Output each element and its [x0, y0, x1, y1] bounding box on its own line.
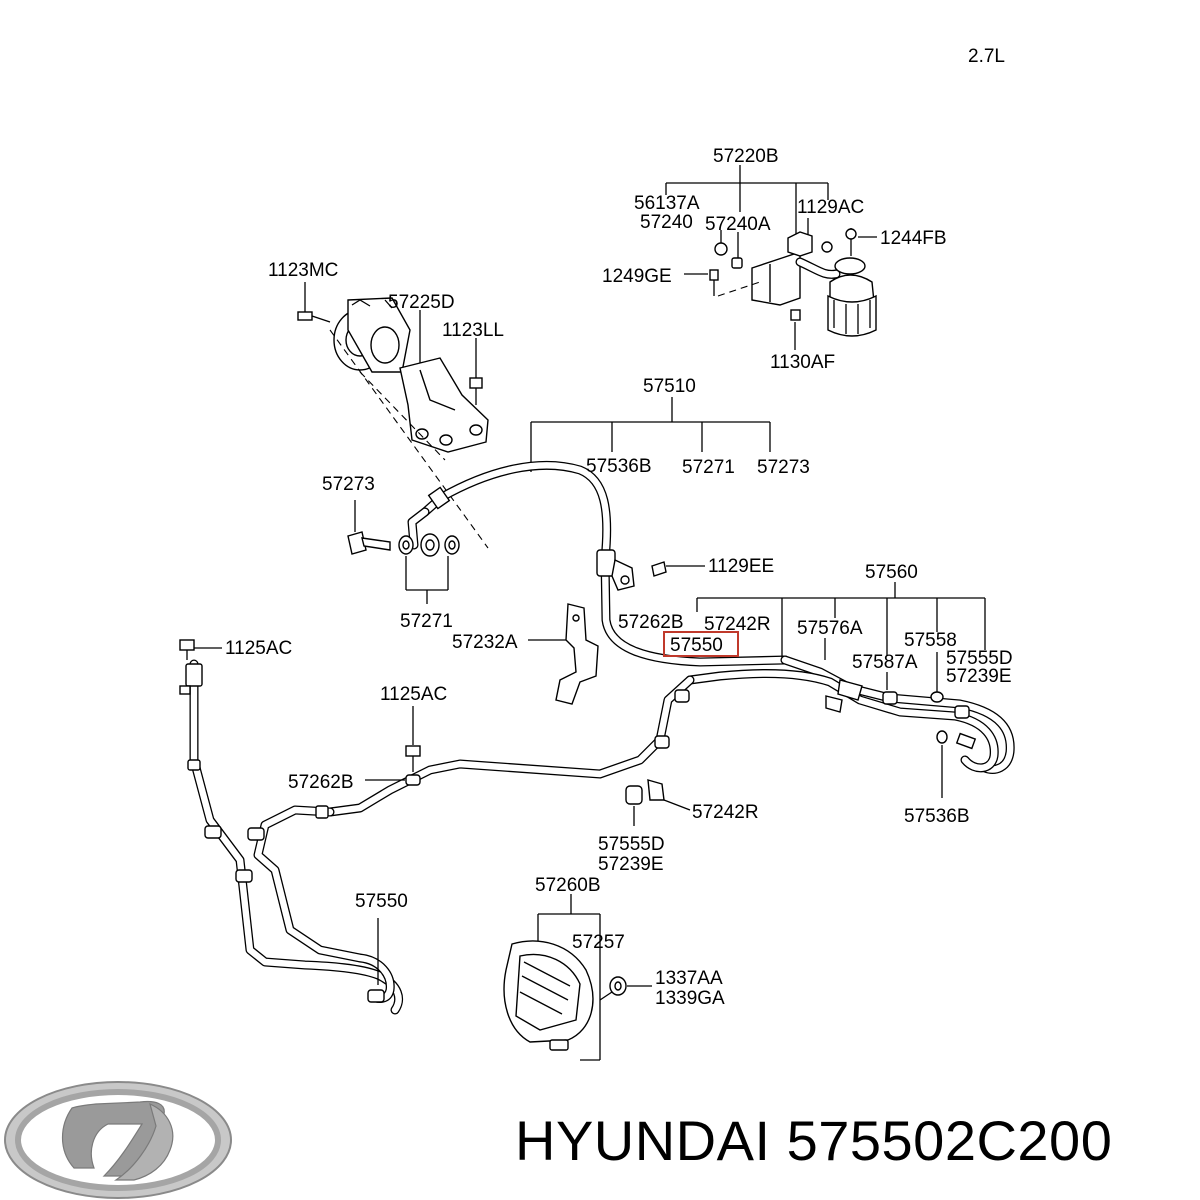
label-57536B-right: 57536B — [904, 806, 970, 827]
cover-assembly — [503, 894, 652, 1061]
label-57242R-top: 57242R — [704, 614, 771, 635]
label-57262B-top: 57262B — [618, 612, 684, 633]
label-57558: 57558 — [904, 630, 957, 651]
label-57536B-top: 57536B — [586, 456, 652, 477]
label-57555D-mid: 57555D — [598, 834, 665, 855]
return-line-assembly — [685, 582, 1015, 798]
label-57510: 57510 — [643, 376, 696, 397]
label-1123LL: 1123LL — [442, 320, 504, 341]
label-57239E-mid: 57239E — [598, 854, 664, 875]
part-number: 575502C200 — [786, 1109, 1113, 1172]
label-57242R-mid: 57242R — [692, 802, 759, 823]
reservoir-assembly — [665, 165, 877, 350]
brand-name: HYUNDAI — [515, 1109, 771, 1172]
pressure-hose — [407, 397, 790, 667]
bolt-1129EE — [651, 561, 705, 577]
label-57260B: 57260B — [535, 875, 601, 896]
label-57560: 57560 — [865, 562, 918, 583]
label-1129AC: 1129AC — [797, 197, 864, 218]
banjo-bolt-group — [347, 500, 460, 604]
hyundai-logo-icon — [4, 1081, 232, 1199]
label-57587A: 57587A — [852, 652, 918, 673]
label-57220B: 57220B — [713, 146, 779, 167]
cooler-line — [179, 639, 403, 1015]
label-57225D: 57225D — [388, 292, 455, 313]
label-1125AC-left: 1125AC — [225, 638, 292, 659]
label-1337AA: 1337AA — [655, 968, 723, 989]
label-57239E-right: 57239E — [946, 666, 1012, 687]
label-57550-bottom: 57550 — [355, 891, 408, 912]
label-57273-left: 57273 — [322, 474, 375, 495]
label-57271-top: 57271 — [682, 457, 735, 478]
return-tube-main — [325, 675, 695, 826]
label-57555D-right: 57555D — [946, 648, 1013, 669]
label-57273-top: 57273 — [757, 457, 810, 478]
highlight-box — [663, 631, 739, 657]
pump-assembly — [297, 282, 489, 549]
label-56137A: 56137A — [634, 193, 700, 214]
engine-label: 2.7L — [968, 46, 1005, 67]
label-57262B-mid: 57262B — [288, 772, 354, 793]
label-57271-left: 57271 — [400, 611, 453, 632]
label-1249GE: 1249GE — [602, 266, 672, 287]
label-1339GA: 1339GA — [655, 988, 725, 1009]
label-1244FB: 1244FB — [880, 228, 947, 249]
label-57232A: 57232A — [452, 632, 518, 653]
label-57257: 57257 — [572, 932, 625, 953]
label-1129EE: 1129EE — [708, 556, 774, 577]
label-57240A: 57240A — [705, 214, 771, 235]
bracket-57232A — [528, 603, 599, 705]
label-57576A: 57576A — [797, 618, 863, 639]
footer-title: HYUNDAI 575502C200 — [515, 1108, 1112, 1173]
label-1123MC: 1123MC — [268, 260, 338, 281]
label-1130AF: 1130AF — [770, 352, 835, 373]
label-1125AC-mid: 1125AC — [380, 684, 447, 705]
label-57240: 57240 — [640, 212, 693, 233]
label-57550-highlighted: 57550 — [670, 635, 723, 656]
